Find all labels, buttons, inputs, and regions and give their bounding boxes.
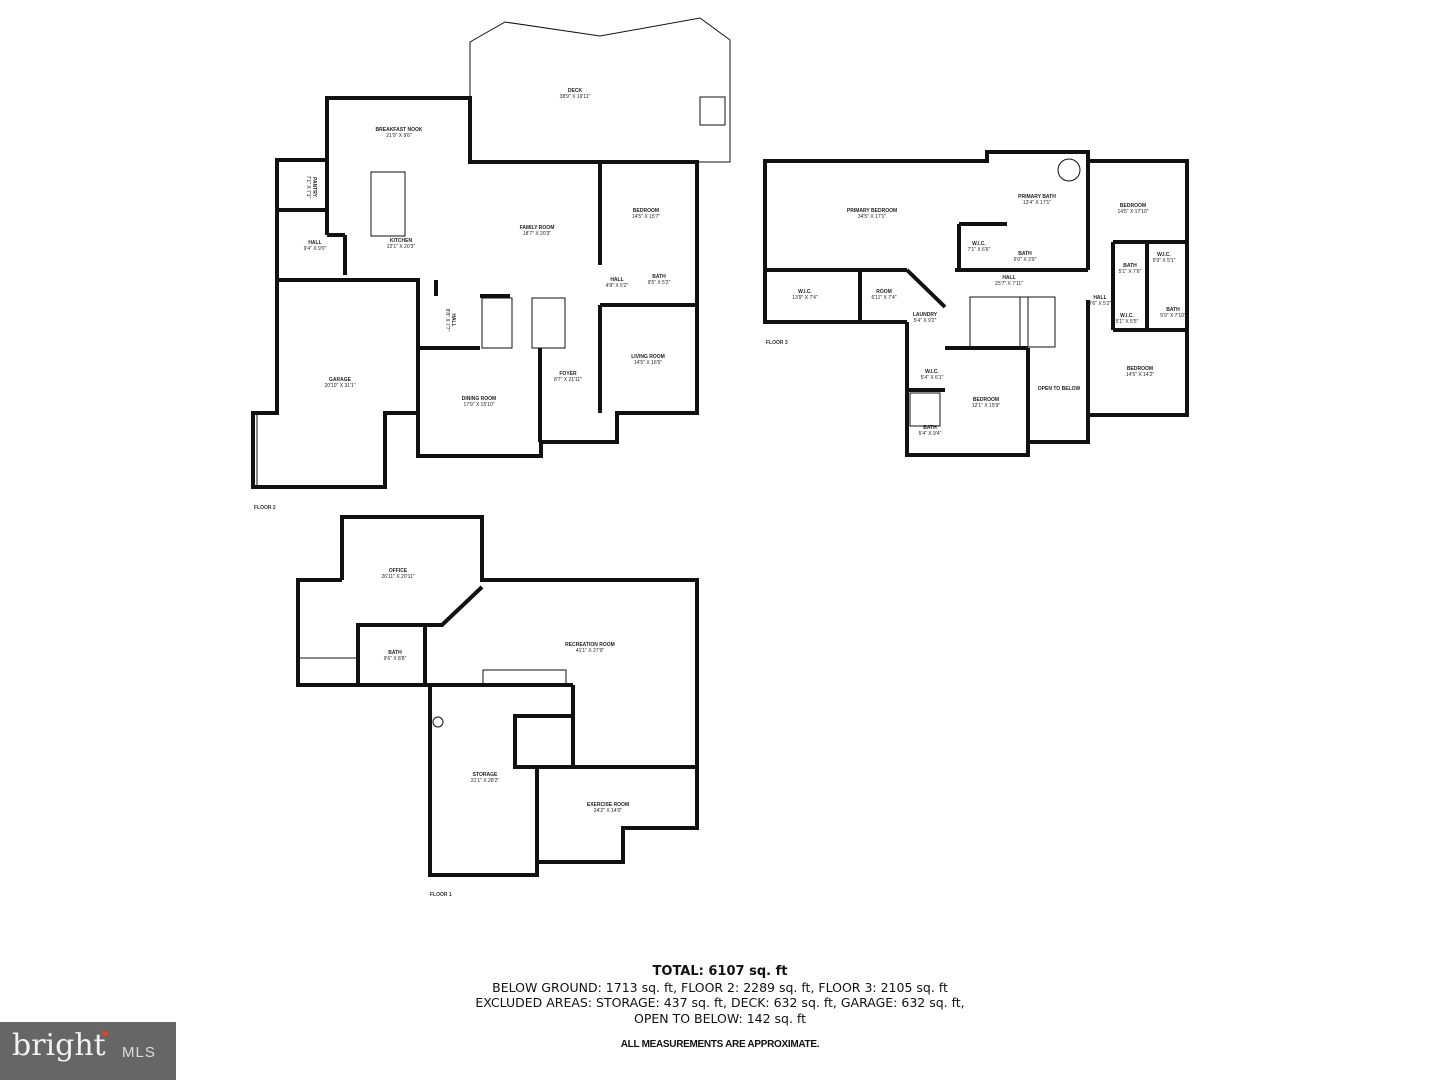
logo-suffix: MLS bbox=[122, 1044, 156, 1061]
room-label-wic: W.I.C.5'1" X 5'5" bbox=[1115, 313, 1139, 325]
logo-brand: bright bbox=[12, 1028, 106, 1063]
room-label-open-to-below: OPEN TO BELOW bbox=[1037, 386, 1081, 392]
excluded-areas: EXCLUDED AREAS: STORAGE: 437 sq. ft, DEC… bbox=[475, 995, 965, 1010]
floor-3-details bbox=[909, 158, 1081, 427]
floor-3-label: FLOOR 3 bbox=[766, 340, 788, 346]
floor-1-walls bbox=[296, 515, 699, 877]
open-to-below-area: OPEN TO BELOW: 142 sq. ft bbox=[634, 1010, 806, 1026]
room-label-wic: W.I.C.13'9" X 7'4" bbox=[792, 289, 818, 301]
floor-2-details bbox=[252, 17, 731, 488]
room-label-wic: W.I.C.7'1" X 6'6" bbox=[967, 241, 991, 253]
floor-3-walls bbox=[763, 150, 1189, 457]
room-label-wic: W.I.C.5'4" X 6'1" bbox=[920, 369, 944, 381]
floor-2-walls bbox=[251, 96, 699, 489]
total-area: TOTAL: 6107 sq. ft bbox=[652, 964, 788, 979]
floor-areas: BELOW GROUND: 1713 sq. ft, FLOOR 2: 2289… bbox=[492, 979, 948, 995]
area-summary: TOTAL: 6107 sq. ft BELOW GROUND: 1713 sq… bbox=[420, 964, 1020, 1053]
floor-1-details bbox=[298, 657, 567, 728]
room-label-wic: W.I.C.5'9" X 5'1" bbox=[1152, 252, 1176, 264]
floor-2-label: FLOOR 2 bbox=[254, 505, 276, 511]
bright-mls-logo: bright MLS bbox=[0, 1022, 176, 1080]
floor-1-label: FLOOR 1 bbox=[430, 892, 452, 898]
approximate-note: ALL MEASUREMENTS ARE APPROXIMATE. bbox=[620, 1039, 820, 1050]
